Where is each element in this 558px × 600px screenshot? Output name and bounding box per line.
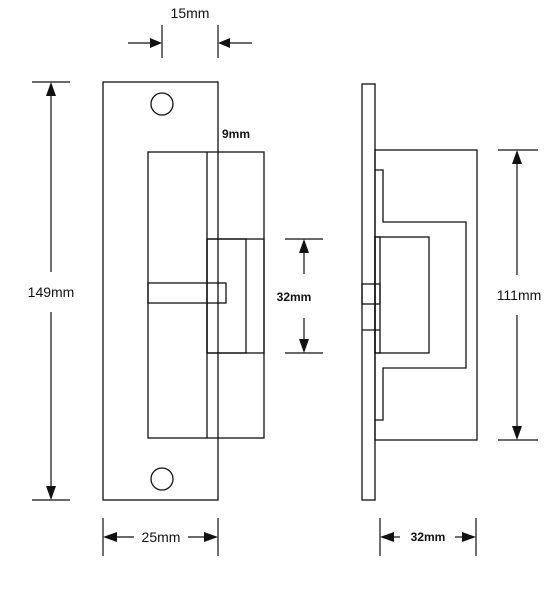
faceplate (102, 81, 219, 501)
dimension-label-slot-height: 32mm (277, 290, 312, 304)
dimension-label-height-body: 111mm (497, 287, 542, 303)
side-latch (361, 283, 381, 305)
dimension-width-bottom: 25mm (102, 518, 219, 556)
dimension-height-body: 111mm (497, 149, 542, 441)
dimension-width-top: 15mm (128, 5, 252, 58)
side-view (361, 83, 478, 501)
dimension-label-offset: 9mm (222, 127, 250, 141)
dimension-label-depth: 32mm (411, 530, 446, 544)
side-faceplate (361, 83, 376, 501)
dimension-label-width-bottom: 25mm (142, 529, 181, 545)
front-view (102, 81, 265, 501)
mounting-hole-bottom (150, 467, 174, 491)
latch-bar (147, 282, 227, 304)
side-body-outer (374, 149, 478, 441)
keeper-inner (206, 238, 247, 354)
dimension-depth: 32mm (379, 518, 477, 556)
dimension-height-total: 149mm (28, 81, 75, 501)
dimension-label-width-top: 15mm (171, 5, 210, 21)
keeper-outer (206, 238, 265, 354)
dimension-slot-height: 32mm (277, 238, 323, 354)
dimension-label-height-total: 149mm (28, 284, 75, 300)
side-body-inner (375, 169, 467, 421)
mounting-hole-top (150, 92, 174, 116)
side-keeper (374, 236, 430, 354)
side-keeper-inner (374, 236, 381, 354)
